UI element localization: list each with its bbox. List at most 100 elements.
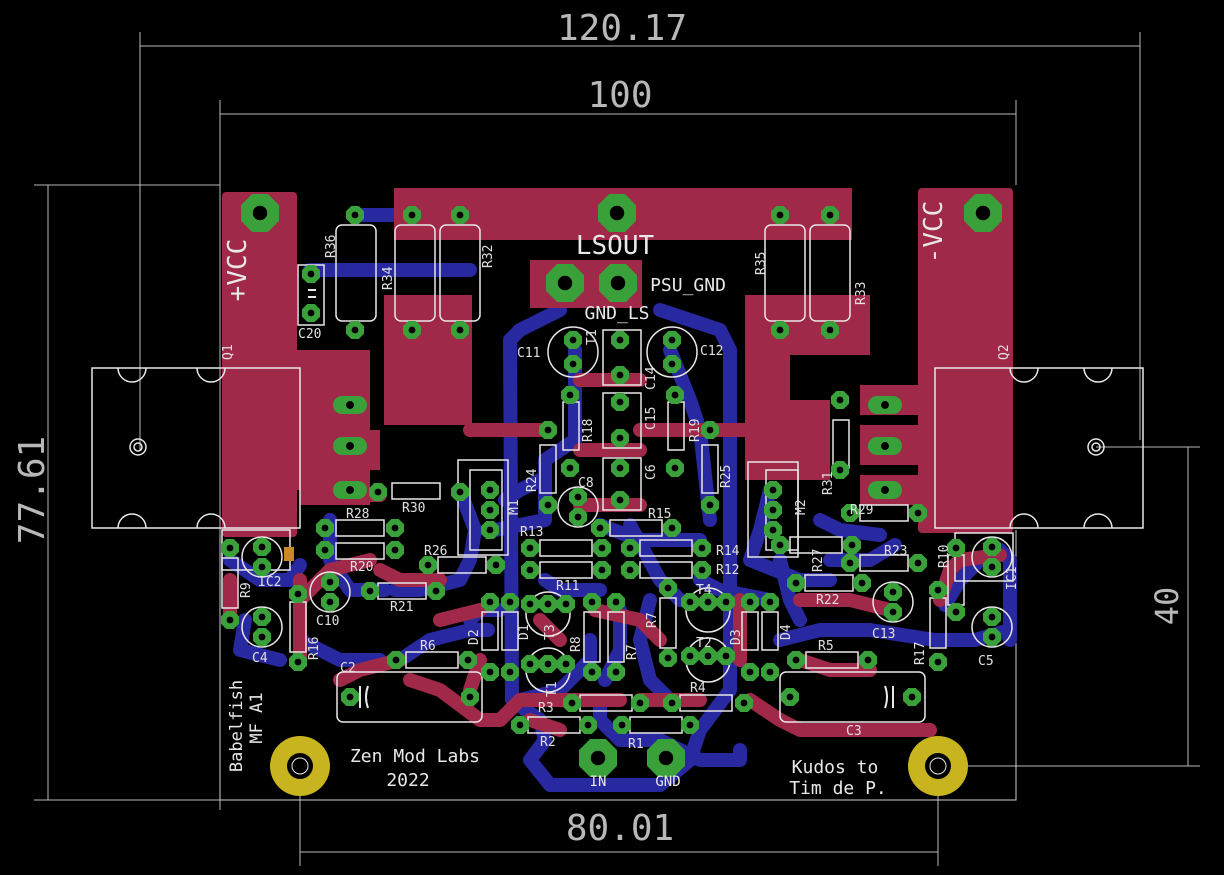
refdes-c8: C8 bbox=[578, 476, 594, 491]
mount-hole-left bbox=[270, 736, 330, 796]
pad-hole bbox=[952, 544, 960, 552]
cap-symbols bbox=[308, 289, 894, 709]
refdes-c14: C14 bbox=[644, 366, 659, 390]
pad-hole bbox=[988, 633, 996, 641]
pad-hole bbox=[326, 578, 334, 586]
kudos-line2: Tim de P. bbox=[789, 778, 887, 799]
pad-hole bbox=[618, 721, 626, 729]
pad-hole bbox=[557, 275, 573, 291]
pad-hole bbox=[722, 598, 730, 606]
pad-hole bbox=[671, 391, 679, 399]
refdes-r28: R28 bbox=[346, 507, 369, 522]
pad-hole bbox=[374, 488, 382, 496]
net-neg-vcc: -VCC bbox=[919, 201, 949, 264]
pad-hole bbox=[456, 326, 464, 334]
pad-hole bbox=[908, 693, 916, 701]
pad-hole bbox=[722, 652, 730, 660]
refdes-r17: R17 bbox=[913, 642, 928, 665]
pad-hole bbox=[636, 699, 644, 707]
refdes-r7: R7 bbox=[645, 612, 660, 628]
pad-hole bbox=[526, 544, 534, 552]
pad-hole bbox=[516, 721, 524, 729]
refdes-r18: R18 bbox=[581, 419, 596, 442]
pad-hole bbox=[846, 509, 854, 517]
pad-hole bbox=[836, 396, 844, 404]
pad-hole bbox=[568, 699, 576, 707]
refdes-c6: C6 bbox=[644, 464, 659, 480]
mount-hole-right bbox=[908, 736, 968, 796]
refdes-r12: R12 bbox=[716, 563, 739, 578]
refdes-c13: C13 bbox=[872, 627, 895, 642]
refdes-q2: Q2 bbox=[997, 344, 1012, 360]
dim-height: 77.61 bbox=[12, 436, 53, 544]
pad-hole bbox=[590, 750, 606, 766]
pad-hole bbox=[776, 211, 784, 219]
refdes-r11: R11 bbox=[556, 579, 579, 594]
pad-hole bbox=[456, 488, 464, 496]
pad-hole bbox=[826, 326, 834, 334]
pad-hole bbox=[294, 590, 302, 598]
pad-hole bbox=[836, 466, 844, 474]
pad-hole bbox=[456, 211, 464, 219]
pad-hole bbox=[598, 566, 606, 574]
pad-hole bbox=[544, 600, 552, 608]
maker-year: 2022 bbox=[386, 770, 429, 791]
refdes-d3: D3 bbox=[729, 629, 744, 645]
pad-hole bbox=[686, 652, 694, 660]
pad-hole bbox=[566, 391, 574, 399]
refdes-r15: R15 bbox=[648, 507, 671, 522]
pad-hole bbox=[506, 668, 514, 676]
pad-hole bbox=[988, 543, 996, 551]
reference-designators: Q1 Q2 R36 R34 R32 R35 R33 C20 C11 C12 T1… bbox=[221, 235, 1020, 752]
pad-hole bbox=[466, 693, 474, 701]
pad-hole bbox=[574, 513, 582, 521]
pad-hole bbox=[864, 656, 872, 664]
pad-hole bbox=[391, 546, 399, 554]
refdes-c15: C15 bbox=[644, 407, 659, 430]
pad-hole bbox=[351, 326, 359, 334]
pad-hole bbox=[252, 205, 268, 221]
pad-hole bbox=[612, 598, 620, 606]
pad-hole bbox=[776, 541, 784, 549]
pad-hole bbox=[294, 658, 302, 666]
pad-hole bbox=[616, 496, 624, 504]
pad-hole bbox=[486, 486, 494, 494]
pad-hole bbox=[588, 668, 596, 676]
refdes-r35: R35 bbox=[754, 252, 769, 275]
pad-hole bbox=[326, 598, 334, 606]
model-name: MF A1 bbox=[247, 692, 267, 743]
refdes-r33: R33 bbox=[854, 282, 869, 305]
refdes-c12: C12 bbox=[700, 344, 723, 359]
refdes-t4: T4 bbox=[696, 583, 712, 598]
q2-package bbox=[934, 367, 1144, 529]
refdes-c2: C2 bbox=[340, 661, 356, 676]
pad-hole bbox=[226, 544, 234, 552]
pad-hole bbox=[746, 668, 754, 676]
pad-hole bbox=[307, 270, 315, 278]
pad-hole bbox=[704, 598, 712, 606]
pad-hole bbox=[668, 360, 676, 368]
pad-hole bbox=[881, 442, 889, 450]
pad-hole bbox=[934, 658, 942, 666]
pad-hole bbox=[826, 211, 834, 219]
maker-name: Zen Mod Labs bbox=[350, 746, 480, 767]
pad-hole bbox=[226, 616, 234, 624]
pad-hole bbox=[588, 598, 596, 606]
refdes-c20: C20 bbox=[298, 327, 321, 342]
net-pos-vcc: +VCC bbox=[223, 239, 253, 302]
pad-hole bbox=[616, 336, 624, 344]
refdes-c5: C5 bbox=[978, 654, 994, 669]
pad-hole bbox=[569, 360, 577, 368]
refdes-t2: T2 bbox=[696, 636, 712, 651]
pad-hole bbox=[934, 586, 942, 594]
refdes-r3: R3 bbox=[538, 701, 554, 716]
pad-hole bbox=[616, 371, 624, 379]
refdes-c3: C3 bbox=[846, 724, 862, 739]
refdes-ic1: IC1 bbox=[1005, 567, 1020, 590]
refdes-r9: R9 bbox=[239, 582, 254, 598]
pad-hole bbox=[686, 598, 694, 606]
pad-hole bbox=[704, 652, 712, 660]
pad-hole bbox=[544, 501, 552, 509]
pad-hole bbox=[526, 660, 534, 668]
kudos-line1: Kudos to bbox=[792, 757, 879, 778]
